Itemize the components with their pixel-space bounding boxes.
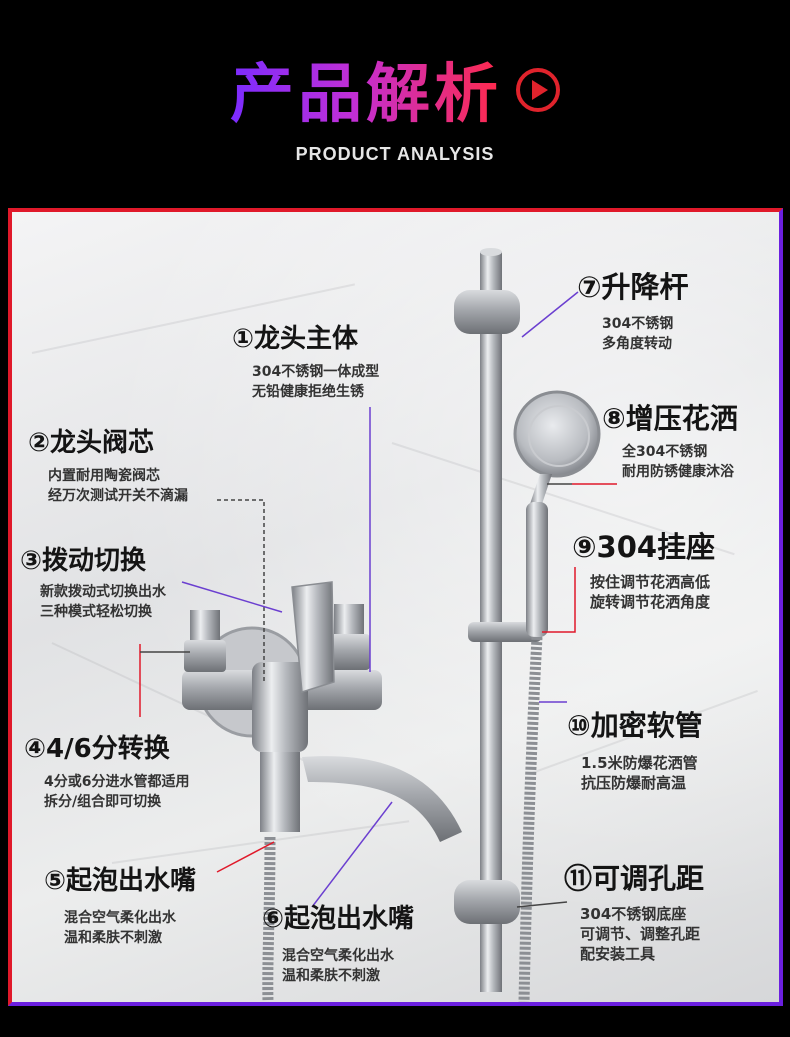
- slide-bar: [454, 248, 542, 992]
- faucet-body: [252, 662, 308, 752]
- callout-toggle-switch: ③拨动切换 新款拨动式切换出水 三种模式轻松切换: [20, 544, 166, 622]
- callout-title: ⑥起泡出水嘴: [262, 904, 415, 934]
- rod-cap: [480, 248, 502, 256]
- left-inlet-thread: [190, 610, 220, 644]
- callout-dense-hose: ⑩加密软管 1.5米防爆花洒管 抗压防爆耐高温: [567, 709, 703, 793]
- callout-title: ③拨动切换: [20, 546, 147, 576]
- callout-title: ⑪可调孔距: [564, 862, 705, 895]
- right-inlet-thread: [334, 604, 364, 638]
- shower-head-ring: [528, 405, 590, 467]
- callout-inlet-conversion: ④4/6分转换 4分或6分进水管都适用 拆分/组合即可切换: [24, 732, 189, 812]
- callout-pressurized-shower: ⑧增压花洒 全304不锈钢 耐用防锈健康沐浴: [602, 402, 738, 482]
- faucet-spout: [302, 756, 462, 842]
- faucet-lever: [291, 581, 335, 693]
- page-title: 产品解析: [0, 55, 790, 135]
- shower-holder-seat: [468, 622, 542, 642]
- callout-title: ⑧增压花洒: [602, 402, 738, 435]
- leader-line-c11: [516, 901, 568, 908]
- top-bracket: [454, 290, 520, 334]
- callout-lift-rod: ⑦升降杆 304不锈钢 多角度转动: [577, 270, 689, 354]
- callout-title: ②龙头阀芯: [28, 428, 155, 458]
- callout-aerator-spout-right: ⑥起泡出水嘴 混合空气柔化出水 温和柔肤不刺激: [262, 902, 414, 986]
- callout-title: ④4/6分转换: [24, 734, 170, 764]
- shower-neck: [530, 474, 552, 504]
- leader-line-c2: [217, 499, 265, 682]
- left-inlet-nut: [184, 640, 226, 672]
- callout-valve-core: ②龙头阀芯 内置耐用陶瓷阀芯 经万次测试开关不滴漏: [28, 426, 188, 506]
- shower-head: [513, 390, 601, 637]
- page-subtitle: PRODUCT ANALYSIS: [295, 144, 495, 164]
- callout-adjustable-spacing: ⑪可调孔距 304不锈钢底座 可调节、调整孔距 配安装工具: [564, 862, 704, 964]
- leader-line-c6: [311, 801, 393, 908]
- faucet-lower-body: [260, 752, 300, 832]
- shower-handle: [526, 502, 548, 637]
- play-circle-icon: [516, 68, 560, 113]
- product-analysis-panel: ①龙头主体 304不锈钢一体成型 无铅健康拒绝生锈 ②龙头阀芯 内置耐用陶瓷阀芯…: [8, 208, 783, 1006]
- shower-head-face: [513, 390, 601, 478]
- callout-aerator-spout-left: ⑤起泡出水嘴 混合空气柔化出水 温和柔肤不刺激: [44, 864, 196, 948]
- callout-faucet-body: ①龙头主体 304不锈钢一体成型 无铅健康拒绝生锈: [232, 322, 379, 402]
- callout-desc: 内置耐用陶瓷阀芯 经万次测试开关不滴漏: [48, 468, 188, 504]
- faucet: [182, 581, 462, 842]
- callout-title: ⑦升降杆: [577, 270, 689, 304]
- shower-hose: [518, 636, 543, 1002]
- leader-lines: [139, 291, 617, 908]
- callout-desc: 全304不锈钢 耐用防锈健康沐浴: [622, 444, 734, 480]
- shower-set-illustration: [139, 248, 617, 1002]
- leader-line-c5: [216, 841, 275, 873]
- inlet-hose: [262, 836, 276, 1002]
- callout-title: ⑩加密软管: [567, 709, 703, 742]
- callout-title: ⑤起泡出水嘴: [44, 866, 197, 896]
- callout-desc: 1.5米防爆花洒管 抗压防爆耐高温: [581, 754, 698, 792]
- header: 产品解析 PRODUCT ANALYSIS: [0, 0, 790, 205]
- callout-desc: 4分或6分进水管都适用 拆分/组合即可切换: [44, 774, 190, 810]
- callout-title: ①龙头主体: [232, 324, 359, 354]
- callout-title: ⑨304挂座: [572, 530, 716, 564]
- callout-304-holder: ⑨304挂座 按住调节花洒高低 旋转调节花洒角度: [572, 530, 715, 612]
- leader-line-c9: [542, 567, 576, 633]
- right-inlet-nut: [328, 634, 370, 670]
- bottom-bracket: [454, 880, 520, 924]
- leader-line-c3: [181, 581, 283, 613]
- callout-desc: 304不锈钢 多角度转动: [602, 316, 674, 352]
- callout-desc: 304不锈钢一体成型 无铅健康拒绝生锈: [252, 364, 380, 400]
- callout-desc: 混合空气柔化出水 温和柔肤不刺激: [64, 910, 176, 946]
- callout-desc: 新款拨动式切换出水 三种模式轻松切换: [40, 584, 166, 620]
- leader-line-c7: [521, 291, 579, 338]
- callout-desc: 混合空气柔化出水 温和柔肤不刺激: [282, 948, 394, 984]
- callout-desc: 按住调节花洒高低 旋转调节花洒角度: [590, 573, 711, 611]
- callout-desc: 304不锈钢底座 可调节、调整孔距 配安装工具: [580, 905, 701, 963]
